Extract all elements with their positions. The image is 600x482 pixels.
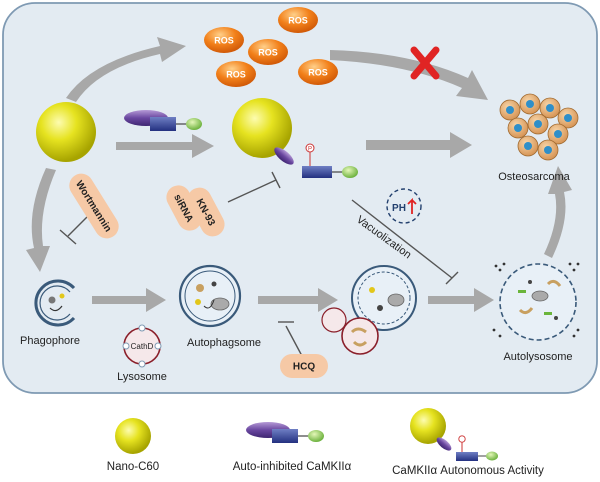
hcq-label: HCQ <box>293 362 315 373</box>
lysosome-label: Lysosome <box>117 371 167 383</box>
legend: Nano-C60 Auto-inhibited CaMKIIα CaMKIIα … <box>107 408 544 477</box>
autophagosome <box>178 264 242 328</box>
tumor-cell <box>517 135 539 157</box>
arrow-autophagosome-to-fusion <box>258 288 338 312</box>
tumor-cell <box>499 99 521 121</box>
flow-arrows <box>26 37 572 312</box>
arrow-c60-to-ros <box>66 37 186 102</box>
c60-camkii-complex: P <box>232 98 358 178</box>
legend-auto-inhibited-icon <box>246 422 324 443</box>
tumor-cell <box>539 97 561 119</box>
ros-cluster: ROS ROS ROS ROS ROS <box>204 7 338 87</box>
ros-droplet: ROS <box>298 59 338 85</box>
camkii-auto-inhibited-icon <box>124 110 202 131</box>
ph-up-arrow-icon <box>407 197 417 214</box>
autolysosome <box>499 263 577 341</box>
ros-label: ROS <box>308 68 328 78</box>
arrow-phagophore-to-autophagosome <box>92 288 166 312</box>
legend-nano-c60-label: Nano-C60 <box>107 461 159 473</box>
phagophore-label: Phagophore <box>20 335 80 347</box>
ros-droplet: ROS <box>216 61 256 87</box>
lysosome: CathD <box>122 324 162 368</box>
arrow-c60-to-phagophore <box>26 168 56 272</box>
arrow-c60-to-activated <box>116 134 214 158</box>
tumor-cell <box>537 139 559 161</box>
ros-droplet: ROS <box>278 7 318 33</box>
ros-droplet: ROS <box>204 27 244 53</box>
inhibition-lines <box>59 171 459 357</box>
fusion-vesicle <box>321 265 417 355</box>
kn93-pill: KN-93 <box>187 187 225 237</box>
legend-autonomous-label: CaMKIIα Autonomous Activity <box>392 465 544 477</box>
ph-label: PH <box>392 203 406 214</box>
phagophore <box>34 279 76 327</box>
cathd-label: CathD <box>131 342 154 351</box>
arrow-ros-to-osteosarcoma <box>330 50 488 100</box>
arrow-autolysosome-to-osteosarcoma <box>544 166 572 258</box>
legend-nano-c60-icon <box>115 418 151 454</box>
arrow-fusion-to-autolysosome <box>428 288 494 312</box>
ros-label: ROS <box>288 16 308 26</box>
autophagosome-label: Autophagsome <box>187 337 261 349</box>
ros-label: ROS <box>214 36 234 46</box>
nano-c60-ball <box>36 102 96 162</box>
ros-label: ROS <box>258 48 278 58</box>
tumor-cell <box>527 113 549 135</box>
legend-autonomous-icon <box>410 408 498 461</box>
autolysosome-particles <box>492 262 580 338</box>
tumor-cell <box>519 93 541 115</box>
osteosarcoma-label: Osteosarcoma <box>498 171 570 183</box>
legend-auto-inhibited-label: Auto-inhibited CaMKIIα <box>233 461 352 473</box>
cross-icon <box>410 46 440 80</box>
ros-droplet: ROS <box>248 39 288 65</box>
tumor-cell <box>507 117 529 139</box>
autolysosome-label: Autolysosome <box>503 351 572 363</box>
tumor-cell <box>547 123 569 145</box>
ros-label: ROS <box>226 70 246 80</box>
tumor-cell <box>557 107 579 129</box>
hcq-pill: HCQ <box>280 354 328 378</box>
ph-indicator: PH <box>386 188 422 224</box>
arrow-activated-to-osteosarcoma <box>366 132 472 158</box>
phospho-label: P <box>308 147 312 153</box>
osteosarcoma-cells <box>499 93 579 161</box>
